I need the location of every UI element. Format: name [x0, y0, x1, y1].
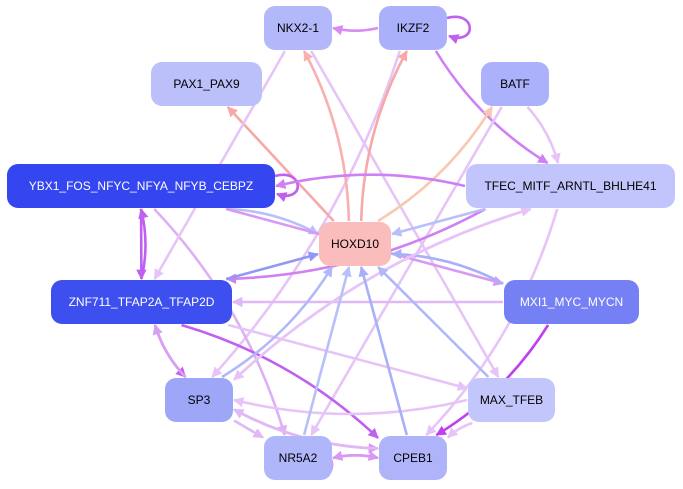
edge-nr5a2-to-hoxd10	[302, 265, 352, 436]
edge-nkx2-1-to-max-tfeb	[310, 50, 500, 378]
edge-hoxd10-to-ikzf2	[359, 50, 408, 222]
node-label: CPEB1	[393, 451, 433, 465]
edge-ikzf2-to-nkx2-1	[331, 25, 379, 36]
node-label: NR5A2	[279, 451, 318, 465]
node-mxi1-myc-mycn[interactable]: MXI1_MYC_MYCN	[504, 280, 639, 324]
node-box[interactable]	[319, 222, 391, 266]
edge-tfec-mitf-arntl-bhlhe41-to-ybx1-fos-nfyc-nfya-nfyb-cebpz	[274, 173, 466, 189]
edges-layer	[136, 15, 561, 479]
node-pax1-pax9[interactable]: PAX1_PAX9	[151, 62, 262, 106]
node-box[interactable]	[379, 436, 447, 480]
node-box[interactable]	[504, 280, 639, 324]
edge-tfec-mitf-arntl-bhlhe41-to-hoxd10	[390, 207, 486, 237]
edge-batf-to-nr5a2	[310, 106, 503, 436]
node-label: TFEC_MITF_ARNTL_BHLHE41	[484, 179, 656, 193]
node-hoxd10[interactable]: HOXD10	[319, 222, 391, 266]
node-ybx1-fos-nfyc-nfya-nfyb-cebpz[interactable]: YBX1_FOS_NFYC_NFYA_NFYB_CEBPZ	[7, 164, 275, 208]
edge-znf711-tfap2a-tfap2d-to-max-tfeb	[227, 323, 469, 391]
node-label: NKX2-1	[277, 21, 319, 35]
node-label: MAX_TFEB	[480, 393, 543, 407]
edge-znf711-tfap2a-tfap2d-to-ybx1-fos-nfyc-nfya-nfyb-cebpz	[138, 207, 149, 280]
node-ikzf2[interactable]: IKZF2	[379, 6, 447, 50]
node-box[interactable]	[264, 6, 332, 50]
edge-cpeb1-to-hoxd10	[358, 265, 409, 436]
node-box[interactable]	[379, 6, 447, 50]
node-nkx2-1[interactable]: NKX2-1	[264, 6, 332, 50]
node-label: HOXD10	[331, 237, 379, 251]
edge-max-tfeb-to-hoxd10	[377, 266, 490, 378]
edge-cpeb1-to-nr5a2	[331, 450, 379, 461]
edge-ybx1-fos-nfyc-nfya-nfyb-cebpz-to-ybx1-fos-nfyc-nfya-nfyb-cebpz	[274, 173, 300, 203]
node-sp3[interactable]: SP3	[165, 378, 233, 422]
node-box[interactable]	[7, 164, 275, 208]
node-znf711-tfap2a-tfap2d[interactable]: ZNF711_TFAP2A_TFAP2D	[51, 280, 232, 324]
node-box[interactable]	[481, 62, 549, 106]
node-box[interactable]	[165, 378, 233, 422]
node-label: SP3	[188, 393, 211, 407]
edge-max-tfeb-to-cpeb1	[447, 421, 473, 439]
edge-tfec-mitf-arntl-bhlhe41-to-cpeb1	[425, 208, 559, 436]
edge-mxi1-myc-mycn-to-hoxd10	[390, 248, 504, 285]
edge-hoxd10-to-pax1-pax9	[226, 106, 335, 222]
edge-hoxd10-to-batf	[377, 106, 494, 223]
edge-sp3-to-nr5a2	[233, 419, 264, 439]
edge-max-tfeb-to-sp3	[232, 397, 468, 416]
edge-batf-to-tfec-mitf-arntl-bhlhe41	[526, 106, 561, 165]
node-label: BATF	[500, 77, 530, 91]
node-max-tfeb[interactable]: MAX_TFEB	[468, 378, 555, 422]
edge-hoxd10-to-nkx2-1	[302, 50, 351, 222]
edge-sp3-to-znf711-tfap2a-tfap2d	[152, 324, 187, 378]
node-box[interactable]	[466, 164, 675, 208]
node-cpeb1[interactable]: CPEB1	[379, 436, 447, 480]
edge-znf711-tfap2a-tfap2d-to-cpeb1	[181, 323, 379, 439]
node-label: IKZF2	[397, 21, 430, 35]
edge-znf711-tfap2a-tfap2d-to-hoxd10	[225, 251, 320, 281]
node-label: PAX1_PAX9	[173, 77, 240, 91]
node-label: ZNF711_TFAP2A_TFAP2D	[69, 295, 215, 309]
node-tfec-mitf-arntl-bhlhe41[interactable]: TFEC_MITF_ARNTL_BHLHE41	[466, 164, 675, 208]
edge-ybx1-fos-nfyc-nfya-nfyb-cebpz-to-hoxd10	[225, 207, 319, 236]
edge-ybx1-fos-nfyc-nfya-nfyb-cebpz-to-nr5a2	[153, 208, 288, 436]
node-box[interactable]	[468, 378, 555, 422]
node-box[interactable]	[51, 280, 232, 324]
node-box[interactable]	[264, 436, 332, 480]
node-label: YBX1_FOS_NFYC_NFYA_NFYB_CEBPZ	[29, 179, 254, 193]
edge-ikzf2-to-ikzf2	[446, 15, 472, 45]
node-box[interactable]	[151, 62, 262, 106]
node-nr5a2[interactable]: NR5A2	[264, 436, 332, 480]
edge-znf711-tfap2a-tfap2d-to-sp3	[153, 324, 187, 378]
edge-sp3-to-tfec-mitf-arntl-bhlhe41	[233, 206, 532, 381]
node-label: MXI1_MYC_MYCN	[520, 295, 623, 309]
node-batf[interactable]: BATF	[481, 62, 549, 106]
edge-sp3-to-hoxd10	[221, 266, 334, 379]
